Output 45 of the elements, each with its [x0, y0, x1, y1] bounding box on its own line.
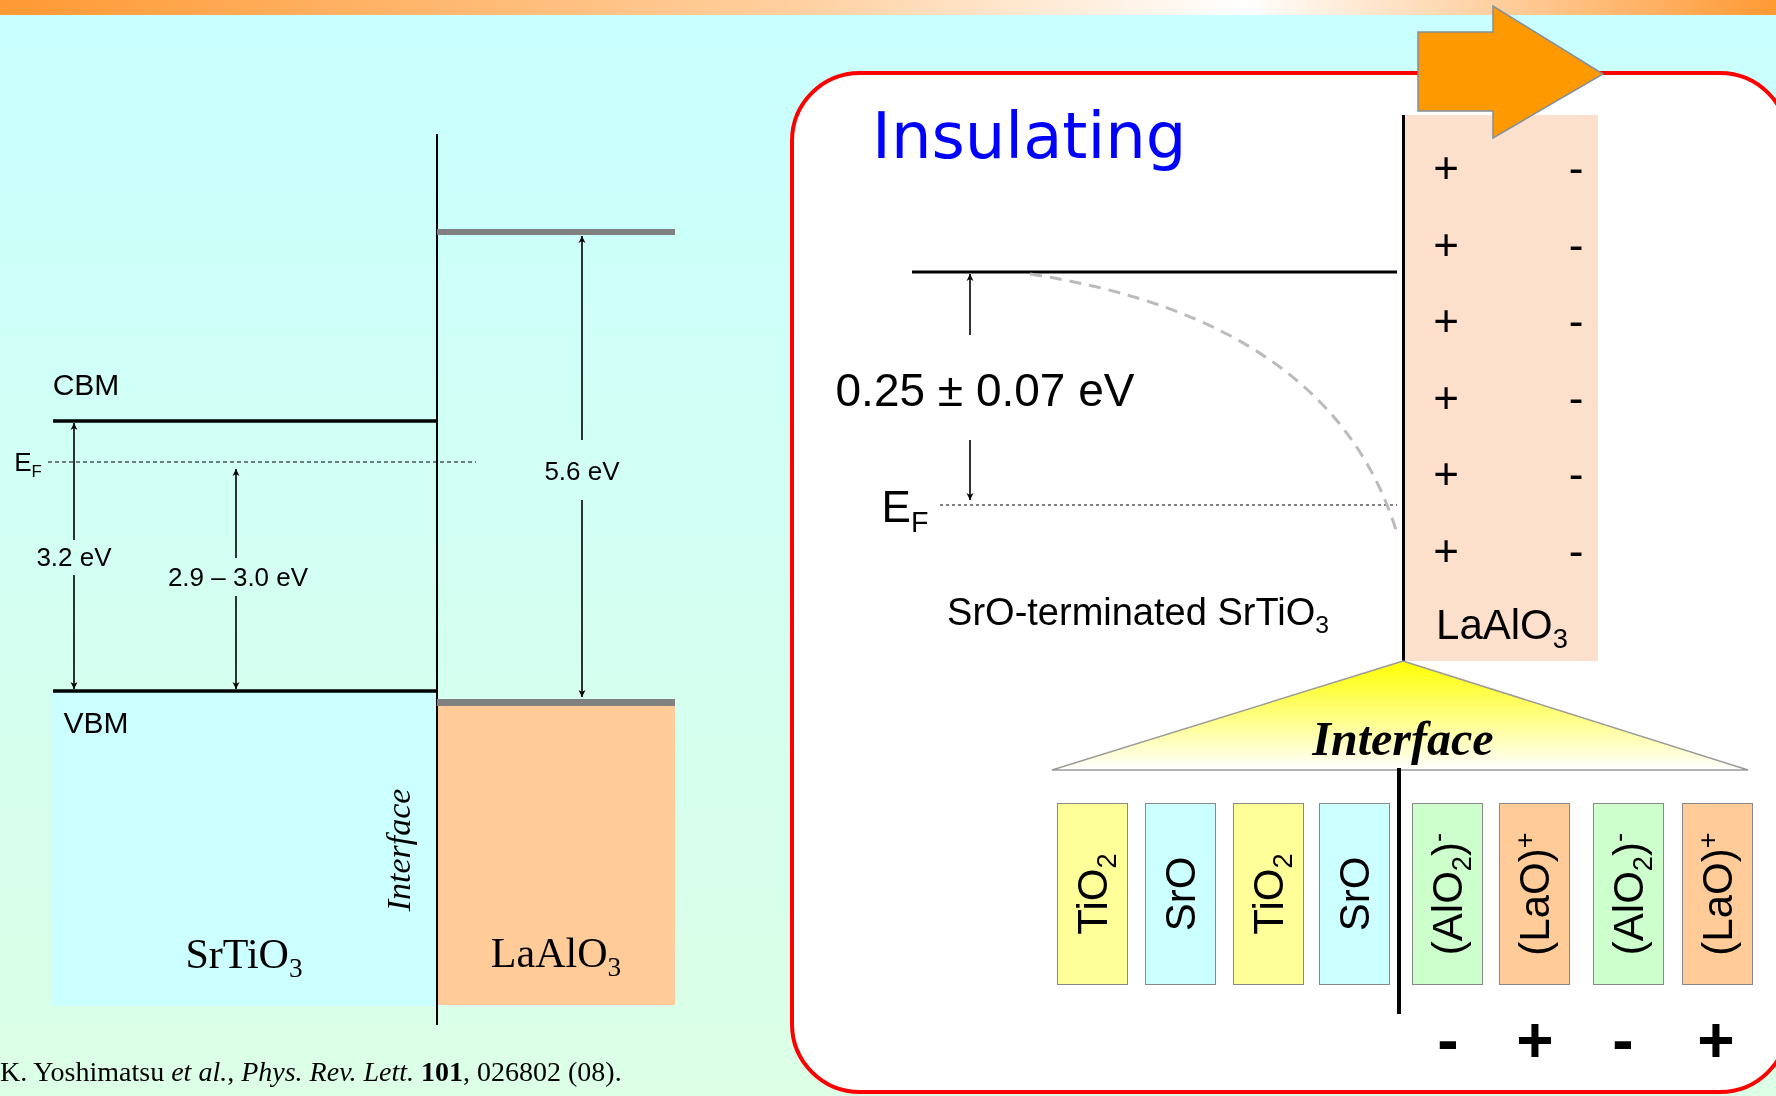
- material-label: SrTiO$_{3}$: [185, 930, 303, 978]
- atomic-layer: [1319, 803, 1390, 985]
- layer-label: SrO: [1156, 856, 1205, 932]
- material-layer: [1402, 115, 1598, 661]
- charge-sign: +: [1516, 1003, 1554, 1077]
- charge-sign: -: [1568, 143, 1584, 193]
- interface-label: Interface: [380, 788, 418, 912]
- energy-label: 5.6 eV: [544, 455, 620, 487]
- charge-sign: -: [1568, 372, 1584, 423]
- band-label: E$_{F}$: [14, 446, 42, 478]
- band-label: CBM: [52, 368, 120, 402]
- atomic-layer: [1499, 803, 1570, 985]
- charge-sign: -: [1437, 1003, 1459, 1077]
- charge-sign: -: [1568, 449, 1584, 499]
- atomic-layer: [1233, 803, 1304, 985]
- panel-card: [790, 71, 1776, 1094]
- charge-sign: +: [1433, 219, 1459, 270]
- interface-label: Interface: [1312, 710, 1494, 766]
- atomic-layer: [1593, 803, 1664, 985]
- charge-sign: -: [1568, 525, 1584, 576]
- atomic-layer: [1145, 803, 1216, 985]
- material-label: SrO-terminated SrTiO$_{3}$: [947, 590, 1329, 634]
- charge-sign: -: [1568, 219, 1584, 270]
- material-block: [51, 691, 437, 1006]
- atomic-layer: [1682, 803, 1753, 985]
- charge-sign: +: [1433, 372, 1459, 423]
- layer-label: SrO: [1330, 856, 1379, 932]
- band-label: E$_{F}$: [881, 482, 929, 532]
- band-label: VBM: [63, 706, 129, 740]
- atomic-layer: [1057, 803, 1128, 985]
- charge-sign: +: [1433, 449, 1459, 499]
- material-label: LaAlO$_{3}$: [1436, 601, 1568, 649]
- charge-sign: -: [1568, 296, 1584, 346]
- energy-label: 3.2 eV: [36, 541, 112, 573]
- charge-sign: +: [1433, 143, 1459, 193]
- material-label: LaAlO$_{3}$: [490, 929, 622, 977]
- interface-fan: [1052, 661, 1748, 770]
- charge-sign: +: [1697, 1003, 1735, 1077]
- charge-sign: -: [1612, 1003, 1634, 1077]
- charge-sign: +: [1433, 296, 1459, 346]
- atomic-layer: [1412, 803, 1483, 985]
- energy-label: 2.9 – 3.0 eV: [167, 561, 309, 593]
- panel-title: Insulating: [872, 99, 1187, 173]
- citation: K. Yoshimatsu et al., Phys. Rev. Lett. 101, 026802 (08).: [0, 1056, 622, 1088]
- charge-sign: +: [1433, 525, 1459, 576]
